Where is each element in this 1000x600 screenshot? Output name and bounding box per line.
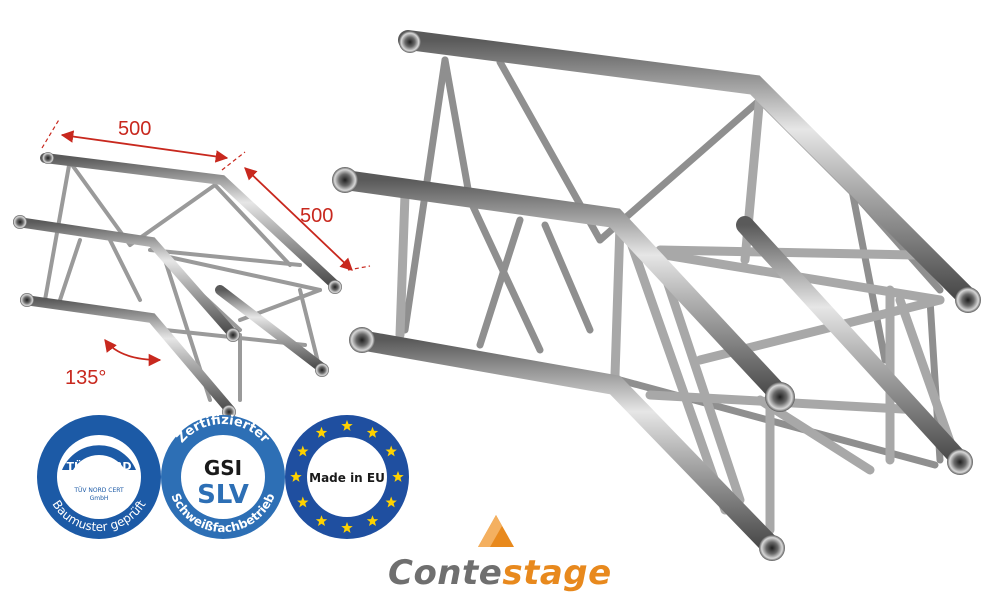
gsi-slv-seal: Zertifizierter Schweißfachbetrieb GSI SL…: [161, 413, 285, 539]
dimension-annotations: 500 500 135°: [41, 117, 371, 389]
tuv-logo-text: TÜV NORD: [67, 459, 132, 473]
dimension-length-a: 500: [118, 118, 151, 140]
eu-star-icon: [385, 496, 397, 508]
eu-star-icon: [392, 471, 404, 482]
eu-star-icon: [366, 426, 379, 438]
eu-star-icon: [341, 420, 353, 431]
eu-star-icon: [297, 496, 309, 508]
tuv-line-2: GmbH: [90, 495, 109, 502]
eu-star-icon: [315, 426, 328, 438]
eu-stars-ring: [290, 420, 404, 533]
brand-part-1: Conte: [388, 553, 503, 593]
gsi-logo-text: GSI: [204, 456, 242, 480]
brand-part-2: stage: [502, 553, 612, 593]
dimension-angle: 135°: [65, 367, 106, 389]
eu-star-icon: [366, 515, 379, 526]
slv-logo-text: SLV: [197, 480, 249, 510]
tuv-line-1: TÜV NORD CERT: [73, 487, 124, 494]
eu-star-icon: [385, 445, 397, 457]
eu-star-icon: [341, 522, 353, 533]
tuv-nord-seal: Baumuster geprüft TÜV NORD TÜV NORD CERT…: [37, 415, 161, 539]
dimension-length-b: 500: [300, 205, 333, 227]
made-in-eu-label: Made in EU: [309, 471, 385, 485]
eu-star-icon: [290, 471, 302, 482]
large-truss-corner: [332, 30, 981, 561]
eu-star-icon: [297, 445, 309, 457]
small-truss-diagram: [13, 152, 342, 419]
contestage-logo: Contestage: [388, 515, 612, 593]
eu-star-icon: [315, 515, 328, 526]
brand-triangle-icon: [478, 515, 514, 547]
made-in-eu-seal: Made in EU: [285, 415, 409, 539]
